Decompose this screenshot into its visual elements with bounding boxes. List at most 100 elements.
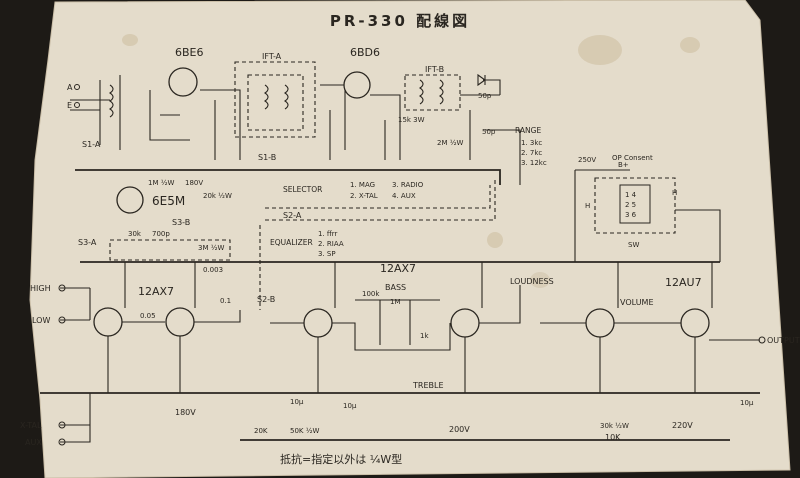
equalizer-legend: EQUALIZER 1. ffrr 2. RIAA 3. SP xyxy=(270,230,344,258)
terminal-high xyxy=(58,284,66,292)
s3b-label: S3-B xyxy=(172,218,190,227)
r-30k-half: 30k ½W xyxy=(600,422,629,430)
treble-label: TREBLE xyxy=(412,381,444,390)
v220-label: 220V xyxy=(672,421,693,430)
antenna-wires xyxy=(70,99,110,111)
r-3m: 3M ½W xyxy=(198,244,225,252)
socket-pins: 2 5 xyxy=(625,201,636,209)
selector-legend: SELECTOR 1. MAG 2. X-TAL 3. RADIO 4. AUX xyxy=(283,181,424,200)
r-30k: 30k xyxy=(128,230,142,238)
ift-a-label: IFT-A xyxy=(262,52,282,61)
selector-item-1: 1. MAG xyxy=(350,181,375,189)
preamp-a-verticals xyxy=(107,262,196,393)
diode-symbol xyxy=(477,73,486,87)
tone-stack-wires xyxy=(270,322,451,351)
tube-12ax7-a-label: 12AX7 xyxy=(138,285,174,298)
tube-6e5m-label: 6E5M xyxy=(152,194,185,208)
s2a-label: S2-A xyxy=(283,211,302,220)
b-plus-feed xyxy=(574,169,630,262)
diode-wire xyxy=(483,79,501,95)
c-10u-c: 10μ xyxy=(740,399,754,407)
v250-label: 250V xyxy=(578,156,596,164)
volume-label: VOLUME xyxy=(620,298,654,307)
op-socket xyxy=(619,184,651,224)
ift-a-inner xyxy=(247,74,304,131)
h2-label: H xyxy=(585,202,590,210)
stain xyxy=(530,272,550,288)
v180-bottom: 180V xyxy=(175,408,196,417)
terminal-low xyxy=(58,316,66,324)
r-1m-half: 1M ½W xyxy=(148,179,175,187)
tube-12ax7-b-left xyxy=(303,308,333,338)
r-15k-3w: 15k 3W xyxy=(398,116,425,124)
rf-section xyxy=(70,73,521,185)
sw-label: SW xyxy=(628,241,639,249)
tone-network xyxy=(355,299,440,345)
ift-b-label: IFT-B xyxy=(425,65,444,74)
terminal-high-label: HIGH xyxy=(30,284,51,293)
v200-label: 200V xyxy=(449,425,470,434)
socket-pins: 1 4 xyxy=(625,191,637,199)
c-10u-b: 10μ xyxy=(343,402,357,410)
range-item-2: 2. 7kc xyxy=(521,149,542,157)
tube-12au7-left xyxy=(585,308,615,338)
s2b-label: S2-B xyxy=(257,295,275,304)
c-0003: 0.003 xyxy=(203,266,223,274)
loudness-wire xyxy=(479,285,521,324)
h1-label: H xyxy=(672,189,677,197)
paper-sheet xyxy=(29,0,791,478)
resistor-footnote: 抵抗=指定以外は ¼W型 xyxy=(280,452,402,466)
stain xyxy=(122,34,138,46)
tube-6bd6-label: 6BD6 xyxy=(350,46,380,59)
tube-6bd6 xyxy=(343,71,371,99)
c-01-a: 0.1 xyxy=(220,297,231,305)
equalizer-item-1: 1. ffrr xyxy=(318,230,337,238)
r-1m-bass: 1M xyxy=(390,298,401,306)
b-plus-label: B+ xyxy=(618,161,629,169)
terminal-output-label: OUTPUT xyxy=(767,336,800,345)
tube-12ax7-b-right xyxy=(450,308,480,338)
socket-pins: 3 6 xyxy=(625,211,637,219)
bass-label: BASS xyxy=(385,283,406,292)
stain xyxy=(578,35,622,65)
tube-12ax7-a-right xyxy=(165,307,195,337)
stain xyxy=(487,232,503,248)
r-50k-half: 50K ½W xyxy=(290,427,320,435)
tube-12au7-label: 12AU7 xyxy=(665,276,702,289)
equalizer-title: EQUALIZER xyxy=(270,238,313,247)
tone-verticals xyxy=(317,262,483,393)
tube-12ax7-a-left xyxy=(93,307,123,337)
c-700p: 700p xyxy=(152,230,170,238)
terminal-aux xyxy=(58,438,66,446)
terminal-a xyxy=(74,84,80,90)
op-feed xyxy=(675,209,721,262)
r-100k-bass: 100k xyxy=(362,290,380,298)
terminal-a-label: A xyxy=(67,83,73,92)
c-005-a: 0.05 xyxy=(140,312,156,320)
c-10u-a: 10μ xyxy=(290,398,304,406)
diagram-title: PR-330 配線図 xyxy=(330,12,470,30)
s3-box xyxy=(109,239,231,261)
terminal-output xyxy=(758,336,766,344)
r-1k: 1k xyxy=(420,332,429,340)
stain xyxy=(680,37,700,53)
op-consent-label: OP Consent xyxy=(612,154,653,162)
v180-top: 180V xyxy=(185,179,203,187)
terminal-aux-label: AUX xyxy=(25,438,42,447)
r-10k: 10K xyxy=(605,433,621,442)
osc-wires xyxy=(149,90,190,141)
input-wires xyxy=(60,287,91,443)
terminal-low-label: LOW xyxy=(32,316,50,325)
r-20k-bottom: 20K xyxy=(254,427,268,435)
s1a-label: S1-A xyxy=(82,140,101,149)
tube-6be6-label: 6BE6 xyxy=(175,46,204,59)
terminal-xtal-label: X-TAL xyxy=(20,421,42,430)
range-item-1: 1. 3kc xyxy=(521,139,542,147)
tube-12ax7-b-label: 12AX7 xyxy=(380,262,416,275)
c-50p: 50p xyxy=(478,92,492,100)
r-2m-half: 2M ½W xyxy=(437,139,464,147)
b-plus-rail-rf xyxy=(75,169,501,185)
output-stage-wires xyxy=(540,322,760,341)
terminal-e xyxy=(74,102,80,108)
tube-12au7-right xyxy=(680,308,710,338)
